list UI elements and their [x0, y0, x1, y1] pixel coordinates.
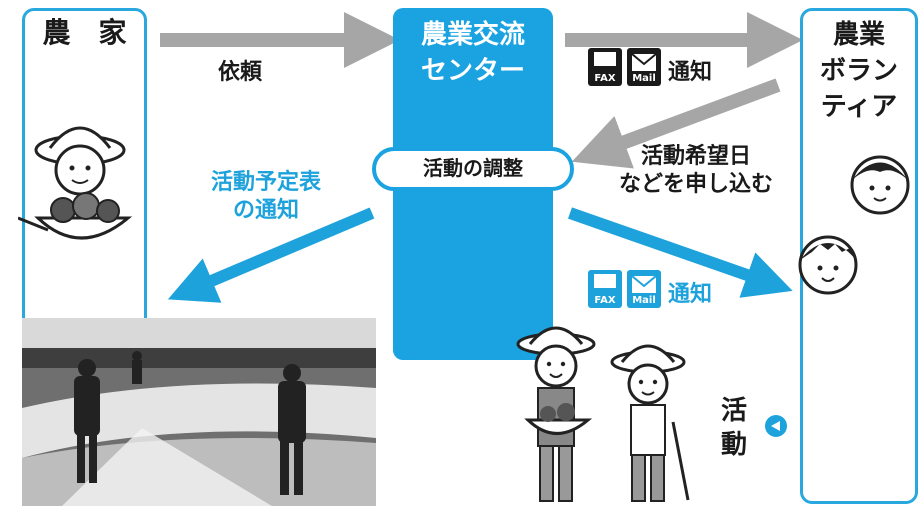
volunteer-faces-illustration: [798, 155, 910, 295]
volunteer-label-line2: ボラン: [819, 56, 898, 86]
mail-icon-blue: Mail: [627, 270, 661, 308]
triangle-left-icon: [765, 415, 787, 437]
mail-icon-text: Mail: [632, 73, 656, 84]
center-title-line2: センター: [420, 56, 525, 86]
apply-label-line2: などを申し込む: [618, 172, 773, 197]
schedule-label-line2: の通知: [232, 198, 299, 223]
arrow-apply: [571, 78, 781, 169]
notify-bottom-label: 通知: [668, 282, 713, 307]
fax-icon-text: FAX: [594, 73, 616, 84]
activity-label-line1: 活: [720, 396, 747, 426]
volunteer-label-line3: ティア: [820, 92, 898, 122]
mail-icon: Mail: [627, 48, 661, 86]
mail-icon-blue-text: Mail: [632, 295, 656, 306]
schedule-label-line1: 活動予定表: [210, 170, 321, 195]
fax-icon: FAX: [588, 48, 622, 86]
notify-top-label: 通知: [668, 60, 713, 85]
fax-icon-blue: FAX: [588, 270, 622, 308]
volunteer-label-line1: 農業: [832, 20, 885, 50]
center-title-line1: 農業交流: [420, 20, 525, 50]
farmer-label: 農 家: [42, 16, 127, 49]
fax-icon-blue-text: FAX: [594, 295, 616, 306]
volunteers-working-illustration: [516, 326, 690, 502]
coordination-label: 活動の調整: [423, 156, 523, 180]
farmer-illustration: [18, 126, 133, 240]
activity-label-line2: 動: [720, 430, 747, 460]
arrow-schedule: [167, 207, 375, 303]
coordination-pill: [372, 147, 574, 191]
apply-label-line1: 活動希望日: [640, 144, 751, 169]
request-label: 依頼: [218, 60, 263, 85]
arrow-notify-bottom: [568, 207, 793, 298]
farm-work-photo: [22, 318, 376, 506]
